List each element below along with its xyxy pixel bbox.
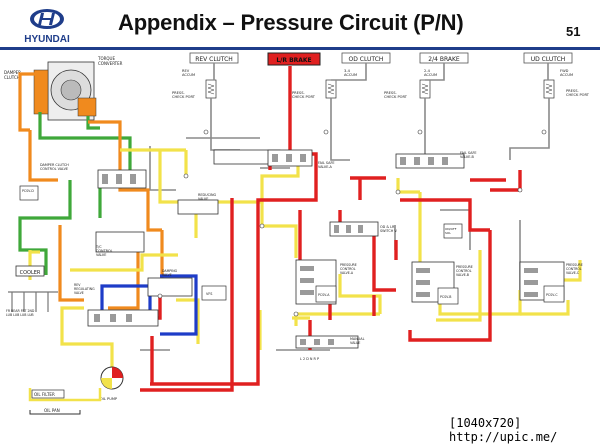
hyundai-logo: HYUNDAI xyxy=(24,9,70,45)
lube-points xyxy=(8,291,58,312)
brake-check-port: PRESS.CHECK PORT xyxy=(384,91,408,99)
rev-clutch-label: REV CLUTCH xyxy=(195,56,233,63)
pcsv-a-label: PCSV-A xyxy=(318,293,330,297)
lube-pressure-lines xyxy=(18,72,164,310)
od-check-port: PRESS.CHECK PORT xyxy=(292,91,316,99)
ud-clutch-label: UD CLUTCH xyxy=(531,56,566,63)
check-balls xyxy=(157,129,547,317)
slide-header: HYUNDAI Appendix – Pressure Circuit (P/N… xyxy=(0,0,600,52)
accumulators xyxy=(205,79,555,99)
lr-brake-label: L/R BRAKE xyxy=(276,57,311,64)
cooler: COOLER xyxy=(15,265,45,277)
oil-pan-label: OIL PAN xyxy=(44,408,60,413)
pcsv-b-label: PCSV-B xyxy=(440,295,451,299)
oil-filter xyxy=(28,388,102,415)
pcsv-c-label: PCSV-C xyxy=(546,293,558,297)
line-pressure-lines xyxy=(140,66,522,392)
cooler-label: COOLER xyxy=(20,270,41,276)
accumulator-springs xyxy=(207,83,553,95)
manual-positions: L 2 D N R P xyxy=(300,357,319,361)
page-title: Appendix – Pressure Circuit (P/N) xyxy=(118,10,464,35)
od-clutch-label: OD CLUTCH xyxy=(349,56,384,63)
valve-spools xyxy=(94,154,538,345)
page-number: 51 xyxy=(566,24,581,39)
vfs-label: VFS xyxy=(206,292,212,296)
rev-check-port: PRESS.CHECK PORT xyxy=(172,91,196,99)
clutch-boxes xyxy=(189,52,573,66)
header-divider xyxy=(0,47,600,50)
oil-pump xyxy=(100,366,124,390)
solenoids xyxy=(19,185,565,305)
brand-name: HYUNDAI xyxy=(24,34,70,45)
oil-pump-label: OIL PUMP xyxy=(100,397,118,401)
brake-24-label: 2/4 BRAKE xyxy=(428,56,460,63)
source-watermark: [1040x720] http://upic.me/ xyxy=(447,416,600,444)
torque-converter xyxy=(33,61,97,121)
pcsv-d-label: PCSV-D xyxy=(22,189,34,193)
oil-filter-label: OIL FILTER xyxy=(34,392,55,397)
ud-check-port: PRESS.CHECK PORT xyxy=(566,89,590,97)
